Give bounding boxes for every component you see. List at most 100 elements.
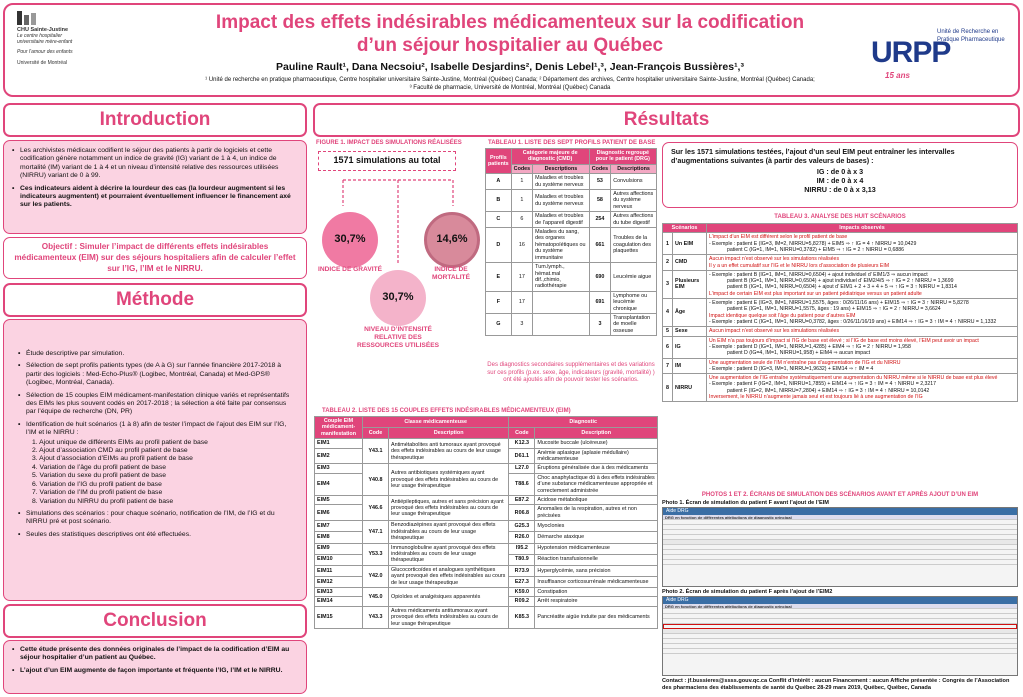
conclusion-bullet-1: Cette étude présente des données origina… [12, 646, 298, 663]
t2-couple: EIM12 [314, 575, 363, 588]
t1-cmd-code: 3 [510, 312, 534, 337]
urpp-text: Unité de Recherche en Pratique Pharmaceu… [937, 29, 1005, 43]
t2-diag-desc: Démarche ataxique [534, 531, 658, 544]
t1-header-desc: Descriptions [610, 163, 657, 175]
objectif-text: Objectif : Simuler l’impact de différent… [14, 242, 296, 273]
screen-row [663, 545, 1017, 550]
t3-impacts: - Exemple : patient B (IG=1, IM=1, NIRRU… [706, 269, 1018, 300]
t3-num: 3 [662, 269, 673, 300]
t1-cmd-desc: Tum.lymph., hémat.mal dif.,chimio, radio… [532, 262, 590, 292]
t3-name: Un EIM [672, 232, 707, 256]
nirru-label: NIVEAU D’INTENSITÉ RELATIVE DES RESSOURC… [356, 326, 440, 349]
scenario-list: 1. Ajout unique de différents EIMs au pr… [26, 439, 296, 506]
t2-class-desc: Immunoglobuline ayant provoqué des effet… [387, 542, 510, 566]
t1-drg-desc: Autres affections du système nerveux [610, 189, 657, 213]
t2-header-diag: Diagnostic [508, 415, 658, 429]
intro-bullet-1: Les archivistes médicaux codifient le sé… [12, 147, 298, 181]
t2-diag-code: R09.2 [508, 596, 536, 607]
t1-cmd-code: 17 [510, 262, 534, 292]
t3-line: - Exemple : patient E (IG=3, IM=2, NIRRU… [709, 240, 917, 247]
t2-couple: EIM8 [314, 531, 363, 544]
screen-row [663, 614, 1017, 619]
t3-line: Impact identique quelque soit l’âge du p… [709, 312, 856, 319]
t2-diag-desc: Arrêt respiratoire [534, 596, 658, 607]
t2-class-code: Y53.3 [362, 542, 389, 566]
t2-diag-code: K59.0 [508, 586, 536, 598]
t2-couple: EIM4 [314, 472, 363, 497]
screen-row [663, 609, 1017, 614]
t3-line: Inversement, le NIRRU n’augmente jamais … [709, 394, 923, 401]
t1-header-code: Codes [588, 163, 612, 175]
t3-name: NIRRU [672, 373, 707, 403]
t2-couple: EIM5 [314, 495, 363, 506]
screen-row [663, 560, 1017, 565]
t1-profil: B [485, 189, 512, 213]
t2-diag-desc: Choc anaphylactique dû à des effets indé… [534, 472, 658, 497]
t2-class-code: Y43.1 [362, 438, 389, 465]
t2-class-desc: Benzodiazépines ayant provoqué des effet… [387, 520, 510, 544]
scenario-item: 4. Variation de l’âge du profil patient … [32, 463, 167, 471]
t1-cmd-desc [532, 290, 590, 314]
t2-diag-desc: Éruptions généralisée due à des médicame… [534, 463, 658, 474]
im-circle: 14,6% [424, 212, 480, 268]
t3-line: Une augmentation seule de l’IM n’entraîn… [709, 359, 901, 366]
photos-title: PHOTOS 1 ET 2. ÉCRANS DE SIMULATION DES … [701, 492, 979, 498]
t2-diag-code: T88.6 [508, 472, 536, 497]
scenario-item: 3. Ajout d’association d’EIMs au profil … [32, 455, 193, 463]
screen-row [663, 540, 1017, 545]
t2-diag-desc: Hypotension médicamenteuse [534, 542, 658, 555]
t1-cmd-code: 16 [510, 227, 534, 264]
t1-cmd-desc: Maladies et troubles du système nerveux [532, 173, 590, 191]
t3-num: 8 [662, 373, 673, 403]
t1-drg-code: 53 [588, 173, 612, 191]
t3-line: - Exemple : patient B (IG=1, IM=1, NIRRU… [709, 271, 928, 278]
t1-drg-desc: Leucémie aigue [610, 262, 657, 292]
t3-impacts: L’impact d’un EIM est différent selon le… [706, 232, 1018, 256]
t1-header-profil: Profils patients [485, 147, 512, 175]
t2-header-code: Code [362, 427, 389, 440]
conclusion-bullet-2: L’ajout d’un EIM augmente de façon impor… [12, 667, 298, 676]
t3-name: CMD [672, 254, 707, 271]
t3-name: IG [672, 335, 707, 359]
t3-line: Une augmentation de l’IG entraîne systém… [709, 375, 998, 382]
objectif-panel: Objectif : Simuler l’impact de différent… [3, 237, 307, 279]
t3-line: Un EIM n’a pas toujours d’impact si l’IG… [709, 337, 979, 344]
t2-diag-desc: Pancréatite aigüe induite par des médica… [534, 605, 658, 629]
t1-drg-desc: Troubles de la coagulation des plaquette… [610, 227, 657, 264]
t1-drg-desc: Transplantation de moelle osseuse [610, 312, 657, 337]
method-bullet-3: Sélection de 15 couples EIM médicament-m… [18, 392, 296, 417]
section-resultats: Résultats [313, 103, 1020, 137]
t2-couple: EIM7 [314, 520, 363, 533]
t2-header-code: Code [508, 427, 536, 440]
t1-profil: D [485, 227, 512, 264]
section-introduction: Introduction [3, 103, 307, 137]
t3-line: Aucun impact n’est observé sur les simul… [709, 256, 840, 263]
chu-name: CHU Sainte-Justine [17, 27, 69, 33]
t1-drg-desc: Lymphome ou leucémie chronique [610, 290, 657, 314]
t2-diag-code: T80.9 [508, 553, 536, 566]
t1-drg-desc: Autres affections du tube digestif [610, 211, 657, 229]
t3-line: Aucun impact n’est observé sur les simul… [709, 328, 840, 335]
affiliation-1: ¹ Unité de recherche en pratique pharmac… [205, 77, 815, 83]
chu-tagline: Pour l’amour des enfants [17, 49, 73, 55]
t3-line: Il y a un effet cumulatif sur l’IG et le… [709, 262, 890, 269]
t2-couple: EIM13 [314, 586, 363, 598]
screen-row [663, 639, 1017, 644]
t2-class-desc: Opioïdes et analgésiques apparentés [387, 586, 510, 607]
t2-header-desc: Description [534, 427, 658, 440]
method-bullet-4: Identification de huit scénarios (1 à 8)… [18, 421, 296, 506]
t3-line: patient E (IG=1, IM=1, NIRRU=1,5575, âge… [727, 306, 941, 313]
table1-title: TABLEAU 1. LISTE DES SEPT PROFILS PATIEN… [488, 140, 656, 146]
